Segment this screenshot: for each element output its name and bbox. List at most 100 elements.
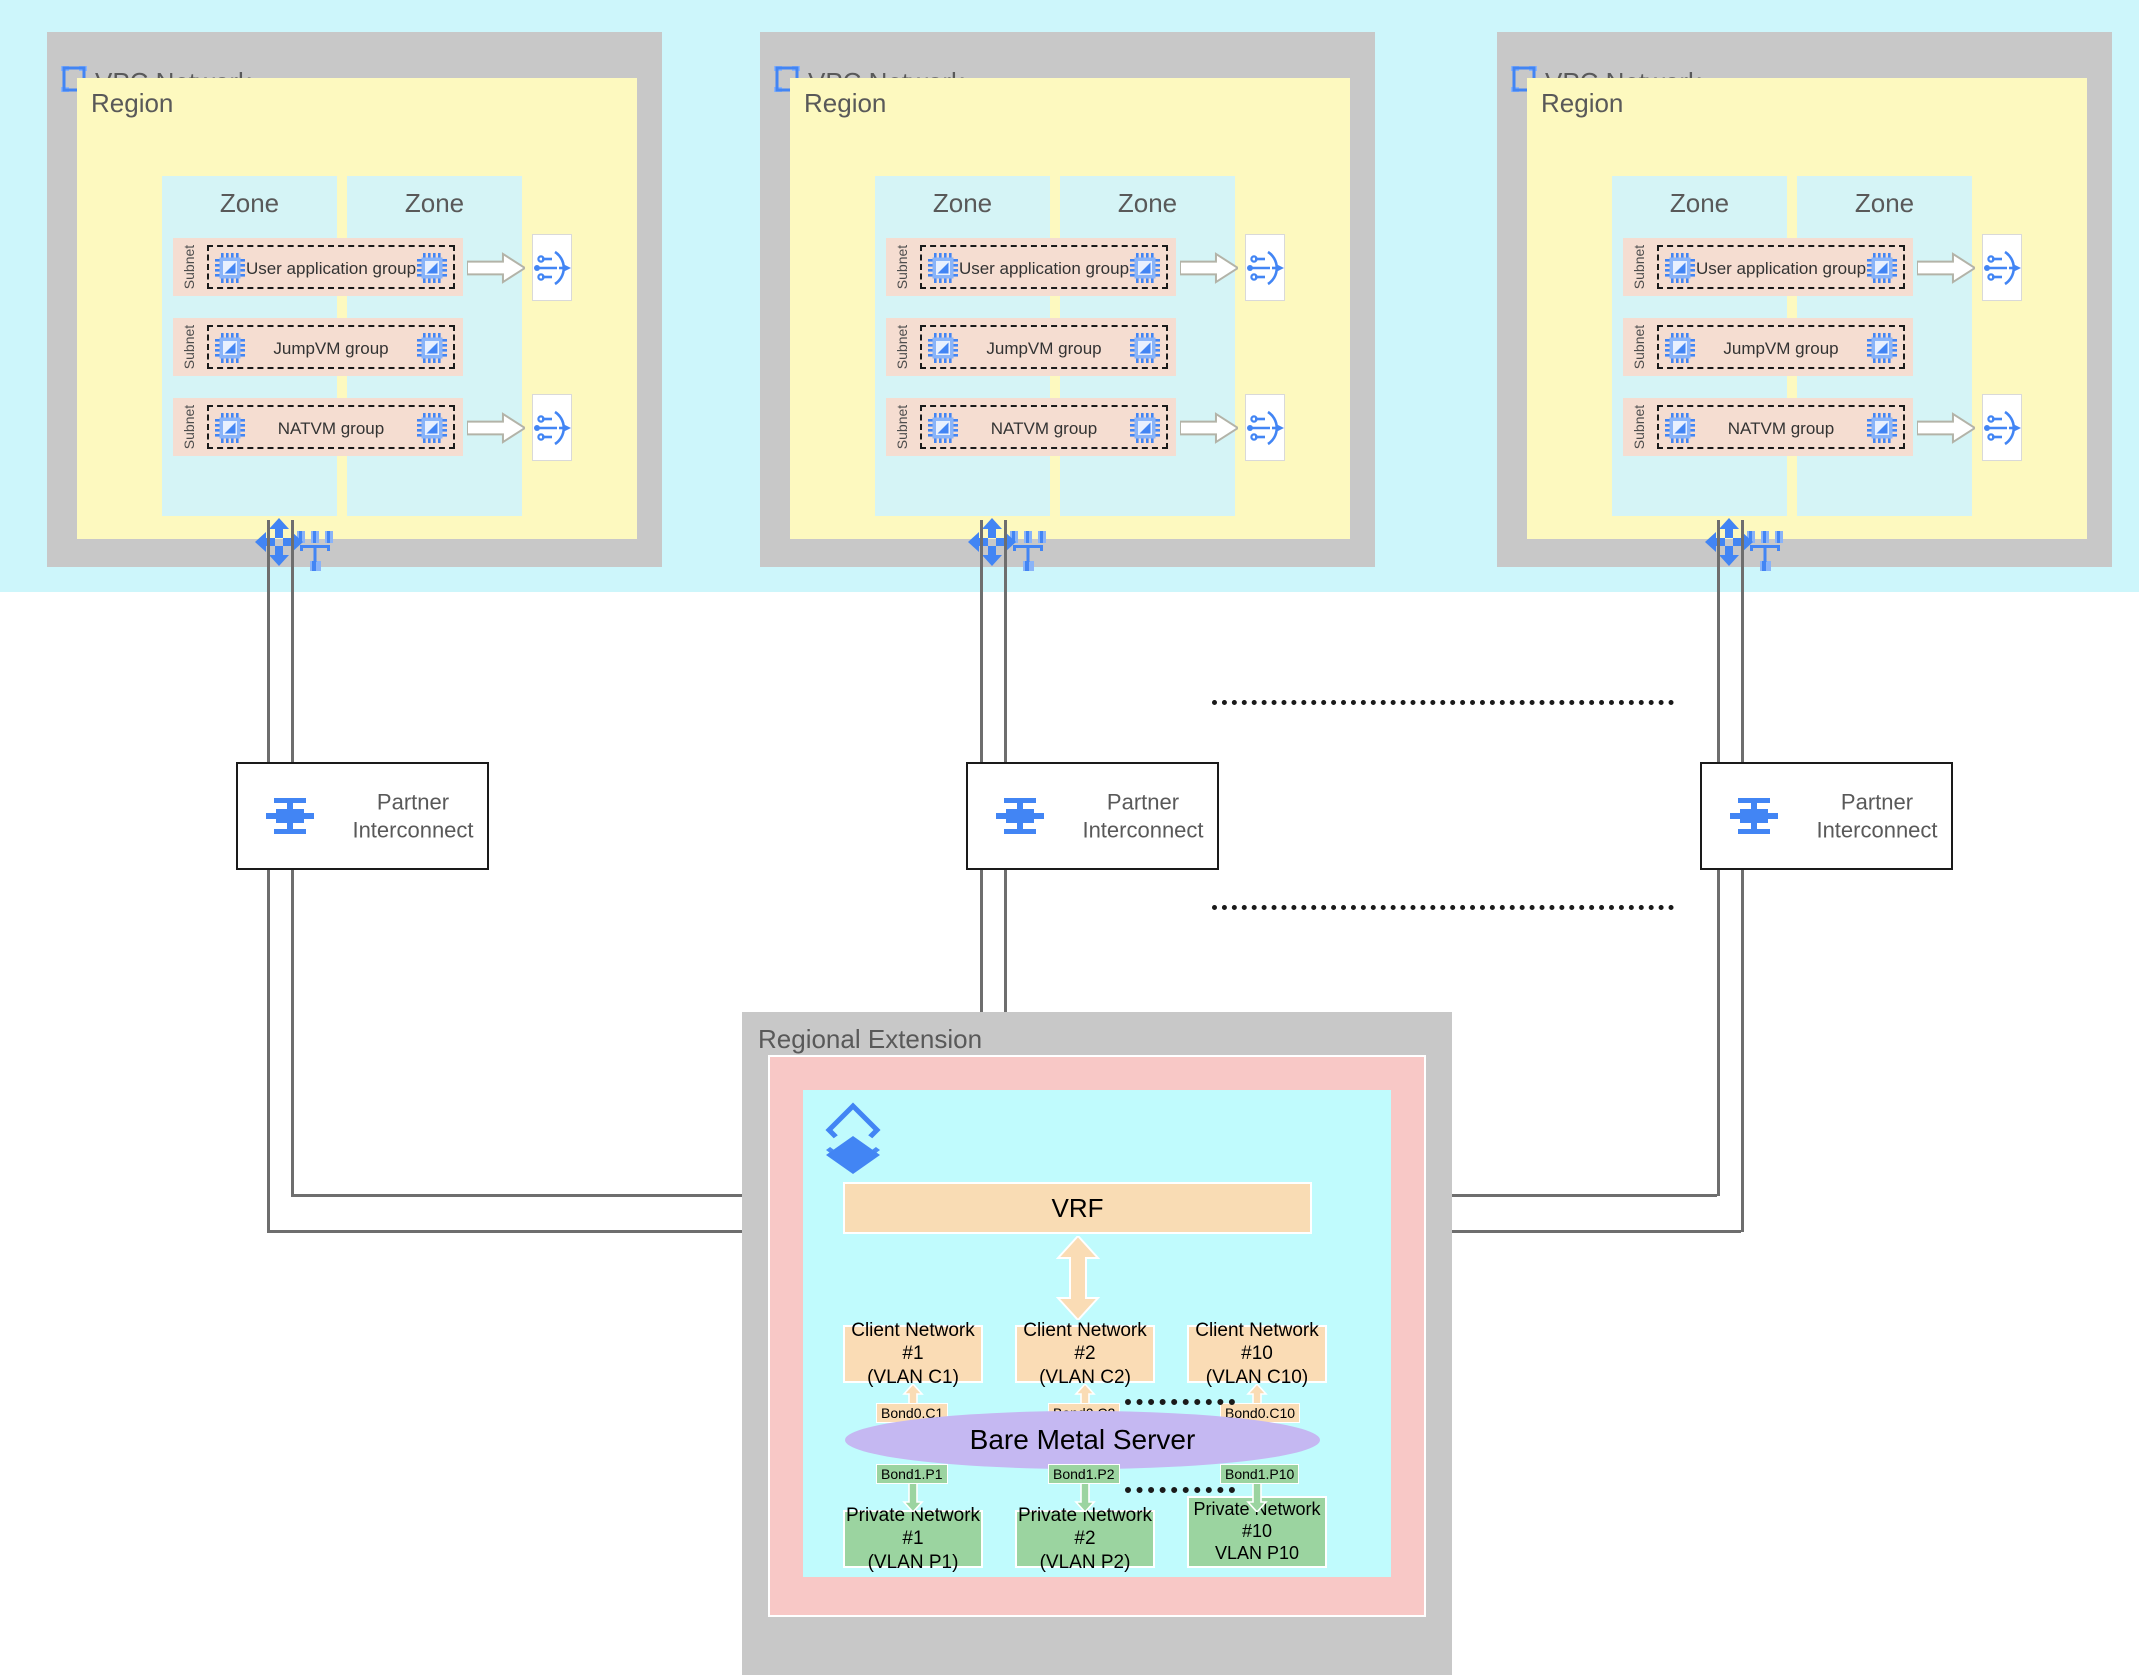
vm-chip-icon xyxy=(928,413,958,443)
region-label: Region xyxy=(1541,88,1624,118)
cloud-nat-box[interactable] xyxy=(1245,234,1285,301)
vpc-network-2: VPC NetworkRegionZoneZoneSubnet U xyxy=(760,32,1375,571)
subnet-label: Subnet xyxy=(181,324,198,370)
vm-chip-icon xyxy=(215,333,245,363)
partner-interconnect-line2: Interconnect xyxy=(352,817,474,842)
subnet-label: Subnet xyxy=(181,244,198,290)
subnet-1-1: Subnet User application group xyxy=(173,238,463,296)
client-network-3[interactable]: Client Network #10 (VLAN C10) xyxy=(1187,1320,1327,1388)
instance-group-label: User application group xyxy=(1695,259,1867,278)
instance-group-label: JumpVM group xyxy=(1723,339,1839,358)
vrf-box[interactable]: VRF xyxy=(843,1182,1312,1234)
subnet-3-2: Subnet JumpVM group xyxy=(1623,318,1913,376)
vm-chip-icon xyxy=(417,413,447,443)
load-balancer-icon xyxy=(295,530,335,574)
zone-label: Zone xyxy=(219,188,280,218)
private-network-name: Private Network #2 xyxy=(1017,1505,1153,1550)
client-network-2[interactable]: Client Network #2 (VLAN C2) xyxy=(1015,1320,1155,1388)
partner-interconnect-label: Partner Interconnect xyxy=(1068,789,1218,844)
bare-metal-server[interactable]: Bare Metal Server xyxy=(845,1411,1320,1469)
cloud-nat-box[interactable] xyxy=(1245,394,1285,461)
instance-group-1-2[interactable]: JumpVM group xyxy=(207,325,455,369)
vm-chip-icon xyxy=(928,333,958,363)
client-network-name: Client Network #1 xyxy=(851,1320,975,1365)
cloud-nat-box[interactable] xyxy=(532,394,572,461)
subnet-label: Subnet xyxy=(1631,324,1648,370)
partner-interconnect-2[interactable]: Partner Interconnect xyxy=(966,762,1219,870)
private-network-ellipsis xyxy=(1125,1487,1235,1493)
zone-label: Zone xyxy=(932,188,993,218)
ellipsis-dots-lower xyxy=(1212,905,1674,910)
instance-group-label: User application group xyxy=(958,259,1130,278)
private-network-vlan: (VLAN P1) xyxy=(867,1551,959,1573)
nat-flow-arrow xyxy=(466,412,527,449)
cloud-nat-box[interactable] xyxy=(1982,394,2022,461)
vpc-network-3: VPC NetworkRegionZoneZoneSubnet U xyxy=(1497,32,2112,571)
partner-interconnect-line2: Interconnect xyxy=(1082,817,1204,842)
partner-interconnect-1[interactable]: Partner Interconnect xyxy=(236,762,489,870)
partner-interconnect-icon xyxy=(260,793,320,839)
client-network-ellipsis xyxy=(1125,1399,1235,1405)
interconnect-to-vrf-right-b-h xyxy=(1312,1194,1717,1197)
private-network-vlan-extra: VLAN P10 xyxy=(1214,1542,1300,1563)
bond-label-private-1: Bond1.P1 xyxy=(876,1464,948,1484)
subnet-label: Subnet xyxy=(894,404,911,450)
cloud-nat-box[interactable] xyxy=(532,234,572,301)
instance-group-1-1[interactable]: User application group xyxy=(207,245,455,289)
vm-chip-icon xyxy=(1130,413,1160,443)
cloud-nat-box[interactable] xyxy=(1982,234,2022,301)
nat-flow-arrow xyxy=(1916,412,1977,449)
partner-interconnect-line1: Partner xyxy=(1840,789,1914,815)
cloud-router-icon[interactable] xyxy=(1704,517,1754,567)
instance-group-3-1[interactable]: User application group xyxy=(1657,245,1905,289)
instance-group-1-3[interactable]: NATVM group xyxy=(207,405,455,449)
partner-interconnect-icon xyxy=(990,793,1050,839)
interconnect-to-vrf-left-b xyxy=(291,870,294,1196)
regional-extension-layers-icon xyxy=(820,1100,890,1175)
subnet-3-3: Subnet NATVM group xyxy=(1623,398,1913,456)
instance-group-2-1[interactable]: User application group xyxy=(920,245,1168,289)
private-network-1[interactable]: Private Network #1 (VLAN P1) xyxy=(843,1505,983,1573)
instance-group-3-3[interactable]: NATVM group xyxy=(1657,405,1905,449)
client-network-name: Client Network #10 xyxy=(1195,1320,1319,1365)
client-network-1[interactable]: Client Network #1 (VLAN C1) xyxy=(843,1320,983,1388)
client-network-vlan: (VLAN C1) xyxy=(867,1366,959,1388)
instance-group-3-2[interactable]: JumpVM group xyxy=(1657,325,1905,369)
cloud-router-icon[interactable] xyxy=(254,517,304,567)
instance-group-label: NATVM group xyxy=(1727,419,1835,438)
private-network-name: Private Network #1 xyxy=(845,1505,981,1550)
partner-interconnect-3[interactable]: Partner Interconnect xyxy=(1700,762,1953,870)
partner-interconnect-icon xyxy=(1724,793,1784,839)
bond-label-private-2: Bond1.P2 xyxy=(1048,1464,1120,1484)
vpc-to-interconnect-line-a-1 xyxy=(267,520,270,762)
vm-chip-icon xyxy=(215,253,245,283)
nat-flow-arrow xyxy=(1179,252,1240,289)
partner-interconnect-label: Partner Interconnect xyxy=(338,789,488,844)
cloud-router-icon[interactable] xyxy=(967,517,1017,567)
region-label: Region xyxy=(91,88,174,118)
nat-flow-arrow xyxy=(466,252,527,289)
vm-chip-icon xyxy=(928,253,958,283)
instance-group-2-3[interactable]: NATVM group xyxy=(920,405,1168,449)
subnet-1-2: Subnet JumpVM group xyxy=(173,318,463,376)
interconnect-to-vrf-left-b-h xyxy=(291,1194,843,1197)
subnet-label: Subnet xyxy=(894,244,911,290)
interconnect-to-vrf-right-a xyxy=(1741,870,1744,1232)
interconnect-to-vrf-right-b xyxy=(1717,870,1720,1196)
partner-interconnect-line1: Partner xyxy=(1106,789,1180,815)
subnet-label: Subnet xyxy=(1631,404,1648,450)
ellipsis-dots-upper xyxy=(1212,700,1674,705)
bond-label-private-3: Bond1.P10 xyxy=(1220,1464,1300,1484)
partner-interconnect-label: Partner Interconnect xyxy=(1802,789,1952,844)
vm-chip-icon xyxy=(417,253,447,283)
private-network-2[interactable]: Private Network #2 (VLAN P2) xyxy=(1015,1505,1155,1573)
subnet-2-3: Subnet NATVM group xyxy=(886,398,1176,456)
instance-group-2-2[interactable]: JumpVM group xyxy=(920,325,1168,369)
zone-label: Zone xyxy=(1854,188,1915,218)
zone-label: Zone xyxy=(404,188,465,218)
partner-interconnect-line2: Interconnect xyxy=(1816,817,1938,842)
nat-flow-arrow xyxy=(1916,252,1977,289)
